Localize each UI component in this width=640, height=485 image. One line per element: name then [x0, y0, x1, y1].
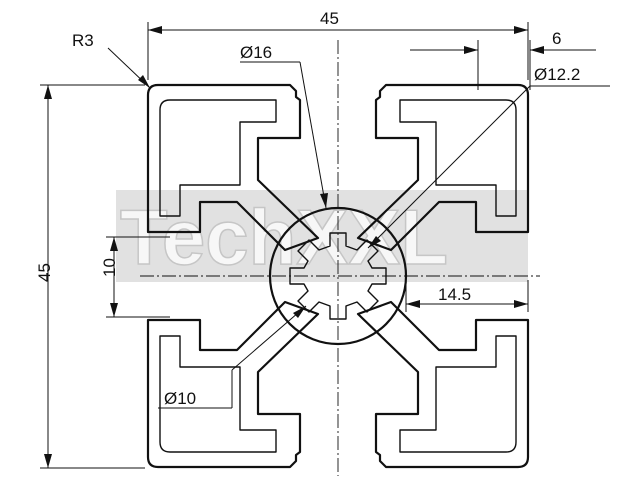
dim-height-left-label: 45 [35, 263, 54, 282]
dim-slot-width-label: 10 [100, 258, 119, 277]
dim-bore-inner-label: Ø10 [164, 389, 196, 408]
dim-web-length-label: 14.5 [438, 285, 471, 304]
dim-slot-diameter: Ø12.2 [367, 65, 610, 249]
dim-height-left: 45 [35, 84, 145, 469]
dim-slot-width: 10 [100, 236, 170, 318]
dim-bore-outer: Ø16 [240, 43, 328, 209]
dim-bore-inner: Ø10 [158, 305, 307, 409]
dim-web-length: 14.5 [405, 280, 529, 312]
watermark-band [116, 190, 528, 282]
dim-bore-outer-label: Ø16 [240, 43, 272, 62]
dim-corner-radius-label: R3 [72, 31, 94, 50]
dim-width-top-label: 45 [320, 9, 339, 28]
dim-slot-diameter-label: Ø12.2 [534, 65, 580, 84]
dim-width-top: 45 [147, 9, 529, 80]
watermark: TechXXL [116, 190, 528, 282]
dim-slot-opening-label: 6 [552, 29, 561, 48]
bore-splined-hole [289, 232, 387, 320]
dim-corner-radius: R3 [72, 31, 151, 89]
dim-slot-opening: 6 [410, 29, 596, 90]
